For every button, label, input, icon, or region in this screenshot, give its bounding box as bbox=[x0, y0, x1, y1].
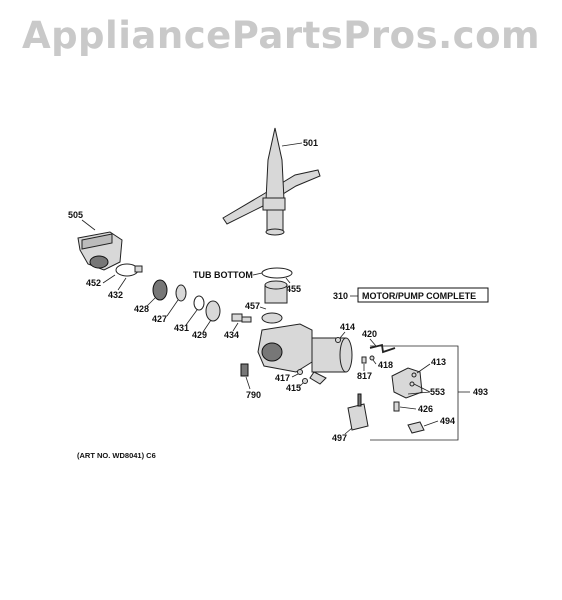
part-426 bbox=[393, 401, 400, 412]
leader-413 bbox=[416, 363, 431, 374]
ring-part bbox=[261, 267, 293, 279]
label-790: 790 bbox=[246, 390, 261, 400]
callout-number: 310 bbox=[333, 291, 348, 301]
label-452: 452 bbox=[86, 278, 101, 288]
leader-432 bbox=[117, 277, 127, 291]
spray-arm-part bbox=[222, 127, 321, 236]
leader-427 bbox=[166, 299, 179, 317]
spring-part bbox=[240, 363, 249, 377]
leader-431 bbox=[185, 309, 198, 326]
part-817 bbox=[361, 356, 367, 364]
label-432: 432 bbox=[108, 290, 123, 300]
label-415: 415 bbox=[286, 383, 301, 393]
art-number: (ART NO. WD8041) C6 bbox=[77, 451, 156, 460]
label-420: 420 bbox=[362, 329, 377, 339]
label-431: 431 bbox=[174, 323, 189, 333]
motor-pump-assembly bbox=[257, 323, 353, 385]
screw-415-part bbox=[302, 378, 308, 384]
leader-790 bbox=[245, 376, 251, 390]
leader-457 bbox=[259, 306, 267, 310]
label-553: 553 bbox=[430, 387, 445, 397]
leader-414 bbox=[339, 331, 346, 339]
leader-497 bbox=[344, 427, 353, 435]
part-494 bbox=[407, 421, 425, 434]
tub-bottom-label: TUB BOTTOM bbox=[193, 270, 253, 280]
group-bracket-493 bbox=[370, 345, 459, 441]
leader-553a bbox=[413, 383, 431, 393]
leader-418 bbox=[372, 359, 377, 365]
label-505: 505 bbox=[68, 210, 83, 220]
housing-part bbox=[77, 231, 123, 271]
label-428: 428 bbox=[134, 304, 149, 314]
wire-part bbox=[369, 343, 396, 354]
label-494: 494 bbox=[440, 416, 455, 426]
label-493: 493 bbox=[473, 387, 488, 397]
mounting-bracket-part bbox=[391, 367, 423, 399]
part-418 bbox=[369, 355, 375, 361]
label-413: 413 bbox=[431, 357, 446, 367]
label-817: 817 bbox=[357, 371, 372, 381]
callout-text: MOTOR/PUMP COMPLETE bbox=[362, 291, 476, 301]
label-429: 429 bbox=[192, 330, 207, 340]
clamp-screw-part bbox=[134, 265, 143, 273]
label-457: 457 bbox=[245, 301, 260, 311]
leader-tub-bottom bbox=[252, 272, 263, 276]
label-427: 427 bbox=[152, 314, 167, 324]
label-434: 434 bbox=[224, 330, 239, 340]
retaining-ring-part bbox=[193, 295, 205, 311]
label-497: 497 bbox=[332, 433, 347, 443]
leader-420 bbox=[369, 338, 377, 347]
chopper-part bbox=[152, 279, 168, 301]
leader-452 bbox=[102, 274, 116, 284]
leader-429 bbox=[202, 319, 212, 333]
label-426: 426 bbox=[418, 404, 433, 414]
callout-box bbox=[357, 287, 489, 303]
watermark: AppliancePartsPros.com bbox=[21, 14, 541, 57]
impeller-part bbox=[205, 300, 221, 322]
leader-553b bbox=[407, 391, 431, 395]
bracket-497-part bbox=[347, 393, 369, 431]
screen-part bbox=[175, 284, 187, 302]
leader-428 bbox=[146, 297, 156, 307]
screw-414-part bbox=[335, 337, 341, 343]
leader-415 bbox=[298, 382, 304, 388]
label-418: 418 bbox=[378, 360, 393, 370]
leader-434 bbox=[232, 322, 239, 332]
label-417: 417 bbox=[275, 373, 290, 383]
shaft-seal-part bbox=[231, 313, 252, 323]
label-501: 501 bbox=[303, 138, 318, 148]
screw-417-part bbox=[297, 369, 303, 375]
leader-505 bbox=[81, 219, 96, 231]
label-455: 455 bbox=[286, 284, 301, 294]
leader-426 bbox=[399, 406, 417, 410]
label-414: 414 bbox=[340, 322, 355, 332]
leader-417 bbox=[291, 373, 299, 378]
leader-455 bbox=[285, 277, 291, 284]
leader-501 bbox=[281, 142, 303, 147]
pump-seal-part bbox=[261, 280, 288, 324]
leader-494 bbox=[423, 420, 439, 427]
